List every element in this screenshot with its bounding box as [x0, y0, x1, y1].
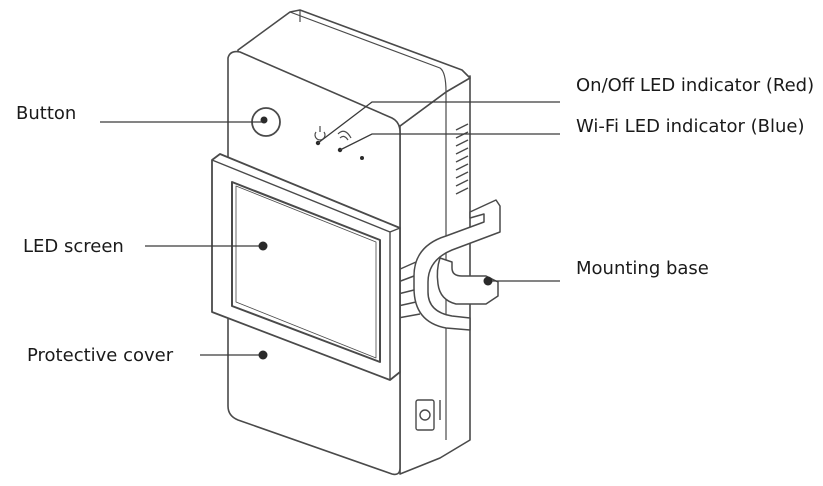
marker-led-screen — [258, 241, 268, 251]
side-vents — [455, 123, 469, 195]
label-onoff-led-indicator: On/Off LED indicator (Red) — [576, 75, 815, 96]
side-port — [415, 399, 435, 431]
mounting-base — [397, 199, 501, 331]
protective-cover — [211, 153, 401, 381]
marker-protective-cover — [258, 350, 268, 360]
label-wifi-led-indicator: Wi-Fi LED indicator (Blue) — [576, 116, 805, 137]
callout-lines — [100, 101, 560, 356]
power-icon — [314, 126, 326, 141]
led-screen-inner — [235, 185, 377, 359]
device-top-rim — [289, 11, 447, 93]
lower-details — [415, 399, 441, 431]
callout-line-wifi — [339, 133, 560, 151]
side-port-hole — [419, 409, 431, 421]
label-led-screen: LED screen — [23, 236, 124, 257]
led-screen — [231, 181, 381, 363]
device-front-upper — [227, 50, 401, 229]
device-front-lower — [227, 307, 401, 476]
label-mounting-base: Mounting base — [576, 258, 709, 279]
callout-markers — [258, 241, 493, 360]
label-protective-cover: Protective cover — [27, 345, 174, 366]
wifi-icon — [337, 130, 352, 141]
sensor-dot — [360, 156, 364, 160]
marker-mounting — [483, 276, 493, 286]
callout-line-onoff — [317, 101, 560, 144]
device-body — [227, 9, 471, 476]
label-button: Button — [16, 103, 77, 124]
cover-top-edge — [211, 159, 401, 380]
